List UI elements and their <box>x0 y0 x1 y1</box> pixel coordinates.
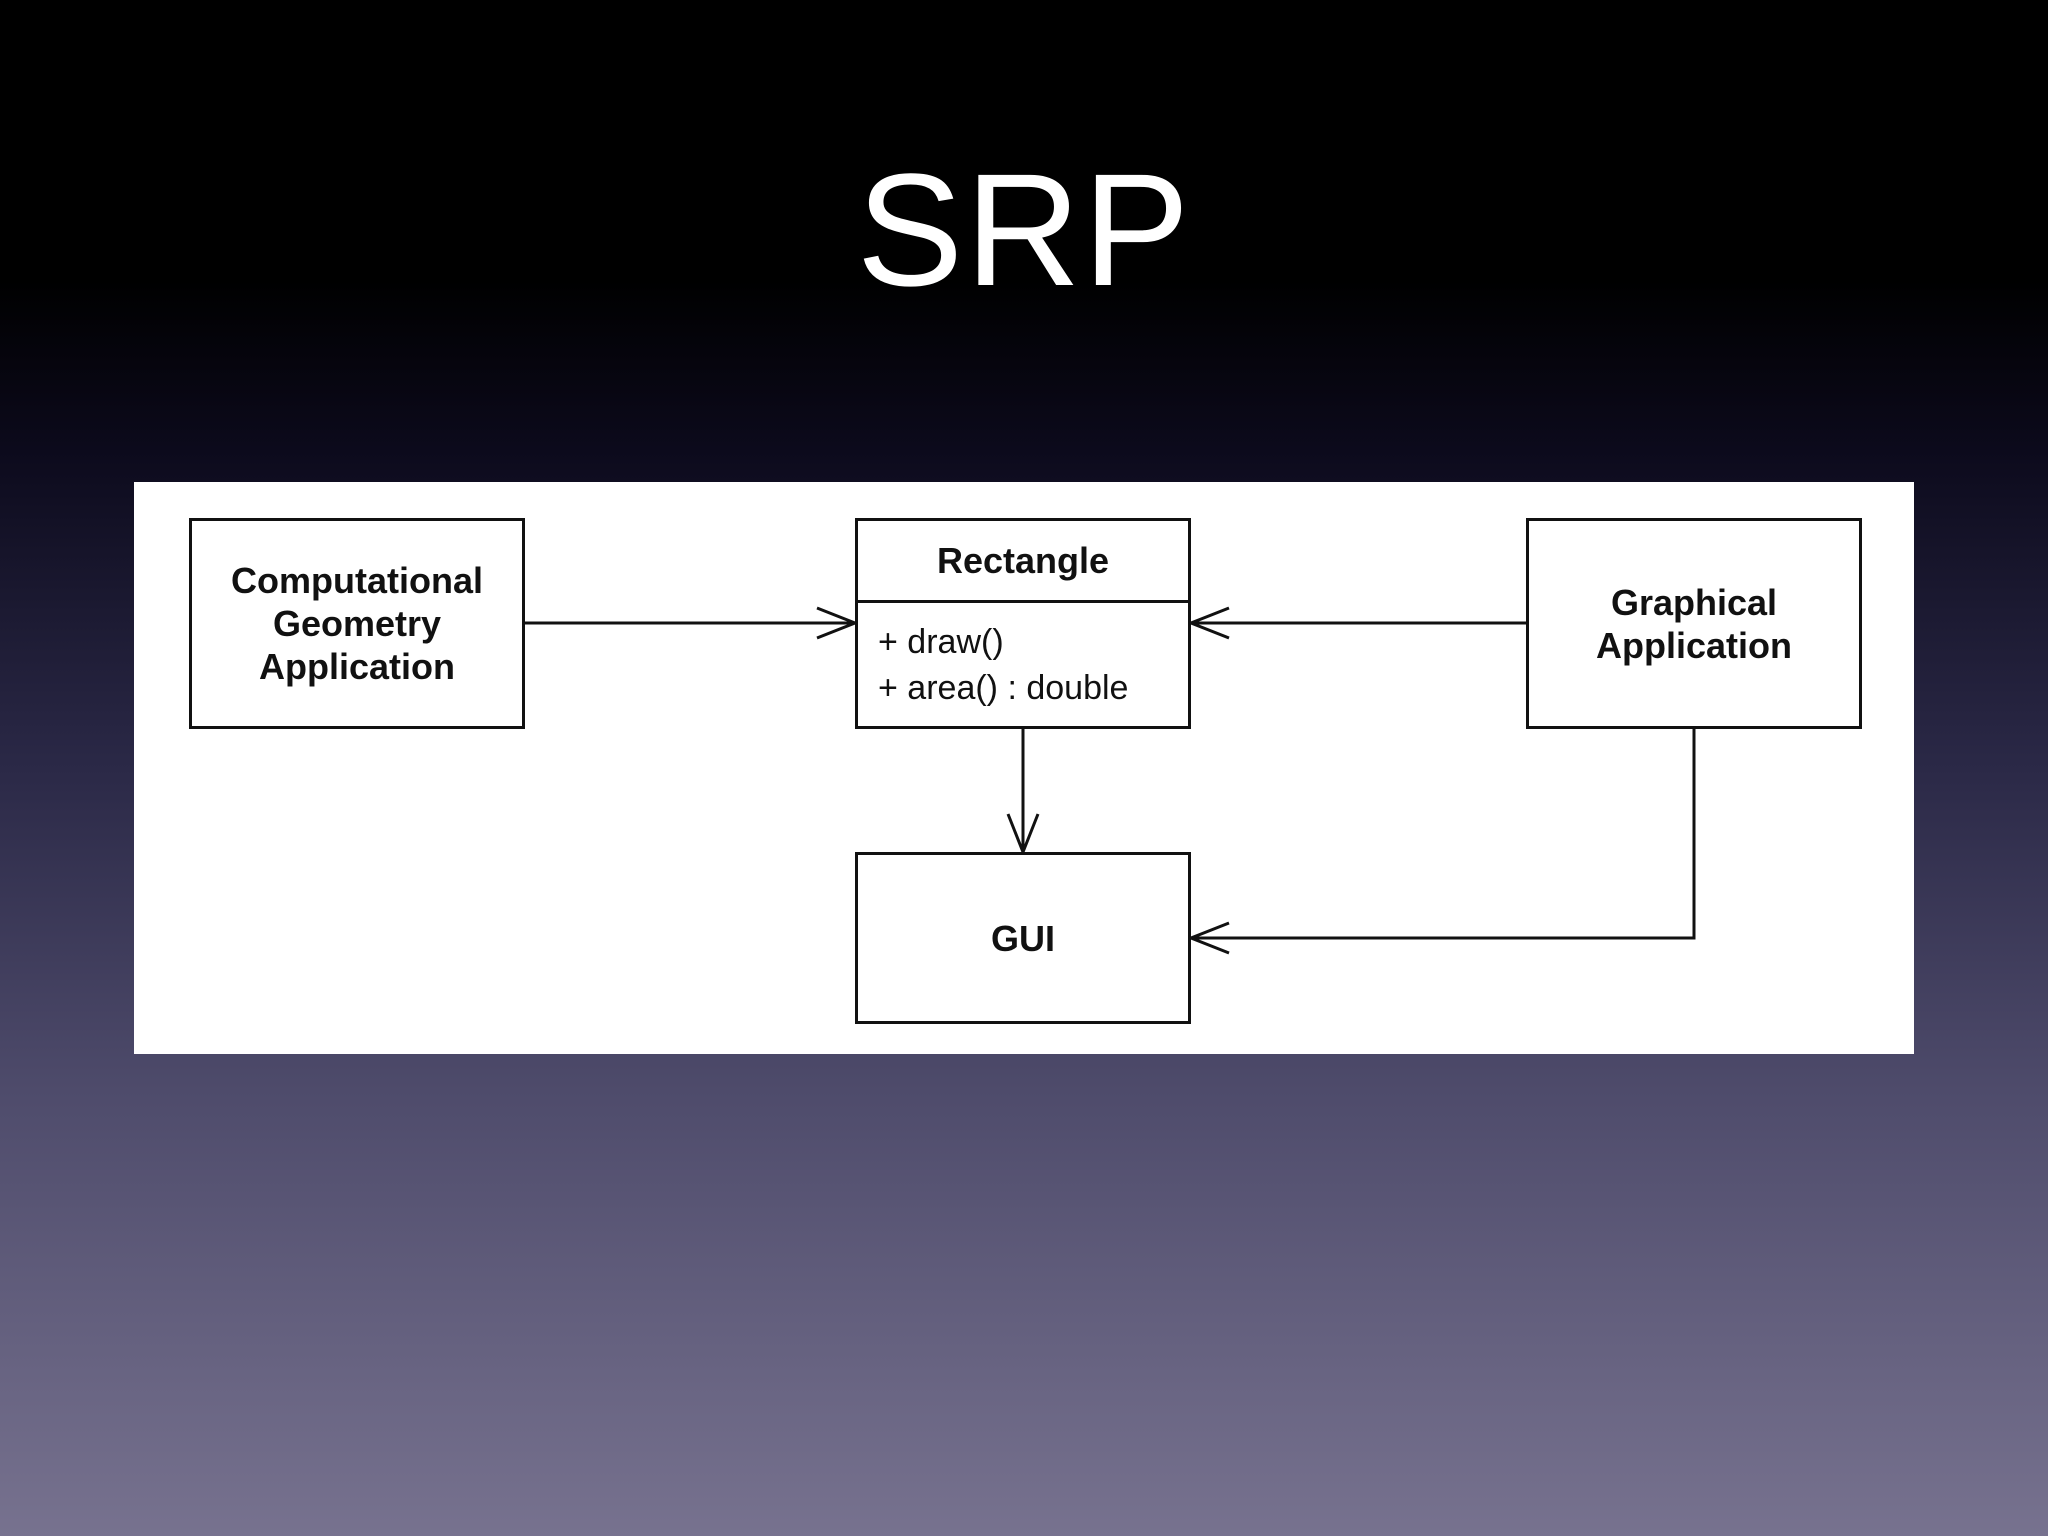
rectangle-class-box: Rectangle + draw() + area() : double <box>855 518 1191 729</box>
arrowhead-graphical-to-rectangle <box>1186 606 1230 640</box>
cga-line-3: Application <box>259 646 455 687</box>
graphical-application-box: Graphical Application <box>1526 518 1862 729</box>
rectangle-operations: + draw() + area() : double <box>858 603 1188 726</box>
graphical-line-2: Application <box>1596 624 1792 666</box>
rectangle-class-name: Rectangle <box>858 521 1188 603</box>
arrowhead-graphical-to-gui <box>1186 921 1230 955</box>
computational-geometry-application-box: Computational Geometry Application <box>189 518 525 729</box>
rectangle-operation-area: + area() : double <box>878 669 1129 707</box>
slide-title: SRP <box>856 140 1192 319</box>
gui-box: GUI <box>855 852 1191 1024</box>
uml-diagram: Computational Geometry Application Recta… <box>134 482 1914 1054</box>
graphical-line-1: Graphical <box>1610 581 1778 623</box>
rectangle-operation-draw: + draw() <box>878 623 1004 661</box>
arrow-graphical-to-gui <box>1191 729 1696 940</box>
cga-line-1: Computational <box>231 560 483 601</box>
cga-line-2: Geometry <box>272 603 442 644</box>
gui-label: GUI <box>990 917 1055 959</box>
